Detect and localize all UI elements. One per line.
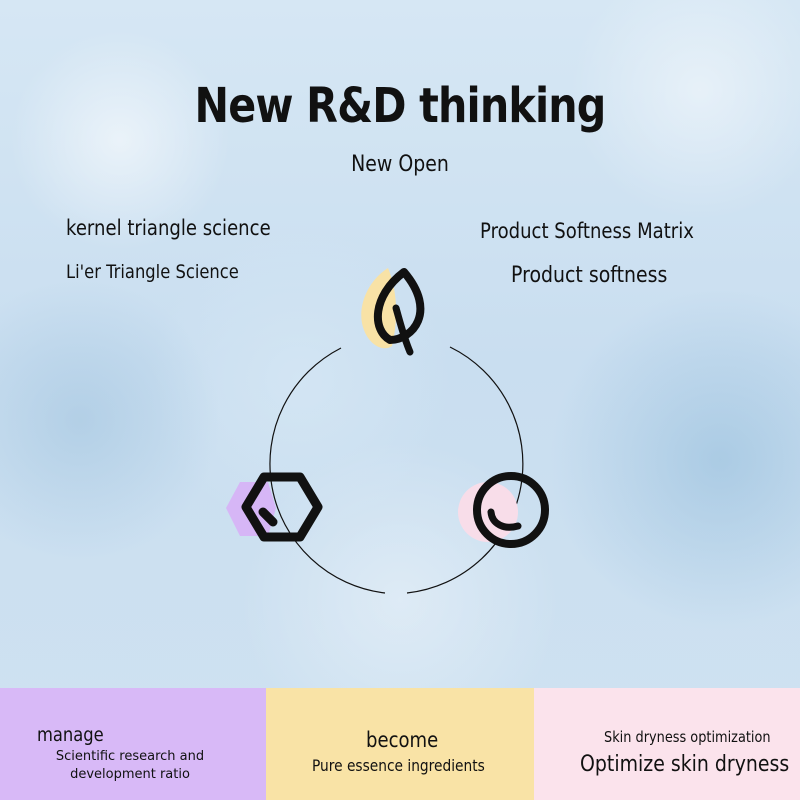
- page-subtitle: New Open: [351, 152, 449, 177]
- panel-become-description: Pure essence ingredients: [312, 756, 485, 775]
- circle-mark: [487, 508, 522, 531]
- hexagon-mark: [258, 507, 278, 527]
- panel-become-title: become: [366, 728, 439, 752]
- cycle-arc-left: [269, 347, 386, 594]
- panel-manage-title: manage: [37, 724, 104, 746]
- left-heading: kernel triangle science: [66, 216, 271, 240]
- cycle-arc-right: [406, 346, 524, 594]
- circle-icon: [458, 472, 549, 548]
- panel-manage-description: Scientific research and development rati…: [55, 749, 205, 782]
- page-title: New R&D thinking: [194, 78, 607, 134]
- panel-skin-dryness: [534, 688, 800, 800]
- panel-skin-title: Skin dryness optimization: [604, 728, 771, 746]
- right-subheading: Product softness: [511, 263, 668, 288]
- circle-outline: [473, 472, 549, 548]
- leaf-vein: [392, 304, 414, 356]
- leaf-outline: [373, 268, 425, 344]
- hexagon-outline: [241, 472, 323, 542]
- left-subheading: Li'er Triangle Science: [66, 261, 239, 283]
- leaf-icon: [361, 268, 425, 356]
- panel-skin-description: Optimize skin dryness: [580, 752, 790, 777]
- hexagon-icon: [226, 472, 323, 542]
- right-heading: Product Softness Matrix: [480, 219, 694, 243]
- panel-manage: [0, 688, 266, 800]
- panel-become: [266, 688, 534, 800]
